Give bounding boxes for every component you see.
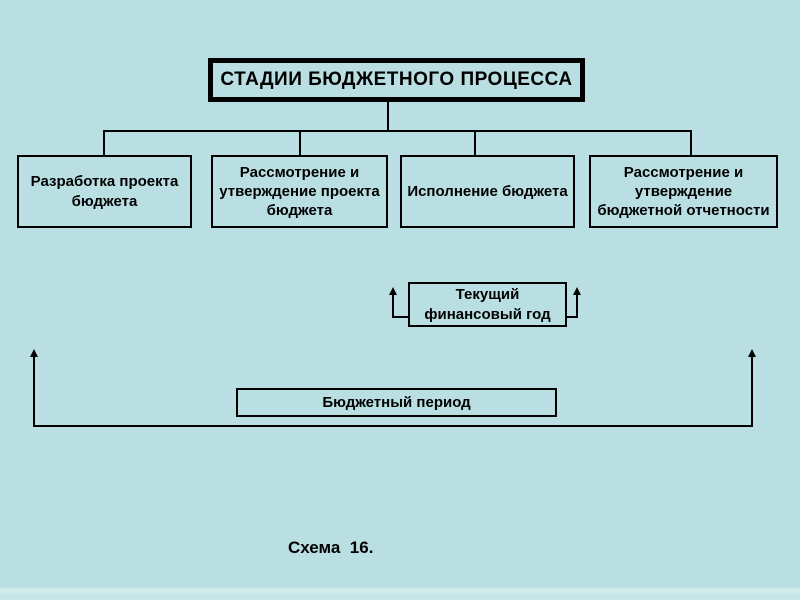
connector-stub-4 <box>690 130 692 157</box>
stage-label: Рассмотрение и утверждение бюджетной отч… <box>597 163 770 220</box>
bottom-gradient-band <box>0 587 800 600</box>
budget-period-bracket-right-line <box>751 357 753 427</box>
stage-label: Рассмотрение и утверждение проекта бюдже… <box>219 163 380 220</box>
current-year-box: Текущий финансовый год <box>408 282 567 327</box>
budget-period-right-arrow-up-icon <box>748 349 756 357</box>
connector-stub-1 <box>103 130 105 157</box>
budget-period-label: Бюджетный период <box>322 393 471 411</box>
title-box: СТАДИИ БЮДЖЕТНОГО ПРОЦЕССА <box>208 58 585 102</box>
current-year-label: Текущий финансовый год <box>424 286 551 323</box>
connector-stub-3 <box>474 130 476 157</box>
current-year-left-arrow-up-icon <box>389 287 397 295</box>
stage-box-execution: Исполнение бюджета <box>400 155 575 228</box>
budget-period-left-arrow-up-icon <box>30 349 38 357</box>
caption: Схема 16. <box>288 538 374 557</box>
current-year-right-arrow-connector <box>565 316 578 318</box>
connector-title-stem <box>387 102 389 131</box>
stage-label: Исполнение бюджета <box>407 182 568 200</box>
current-year-left-arrow-line <box>392 294 394 318</box>
title-text: СТАДИИ БЮДЖЕТНОГО ПРОЦЕССА <box>220 69 573 90</box>
connector-stub-2 <box>299 130 301 157</box>
budget-period-box: Бюджетный период <box>236 388 557 417</box>
current-year-right-arrow-up-icon <box>573 287 581 295</box>
stage-box-development: Разработка проекта бюджета <box>17 155 192 228</box>
current-year-left-arrow-connector <box>392 316 409 318</box>
budget-period-bracket-left-line <box>33 357 35 427</box>
budget-period-bracket-horizontal <box>33 425 753 427</box>
current-year-right-arrow-line <box>576 294 578 318</box>
stage-label: Разработка проекта бюджета <box>30 173 179 210</box>
stage-box-review-approval-draft: Рассмотрение и утверждение проекта бюдже… <box>211 155 388 228</box>
connector-horizontal <box>103 130 692 132</box>
stage-box-review-approval-reporting: Рассмотрение и утверждение бюджетной отч… <box>589 155 778 228</box>
